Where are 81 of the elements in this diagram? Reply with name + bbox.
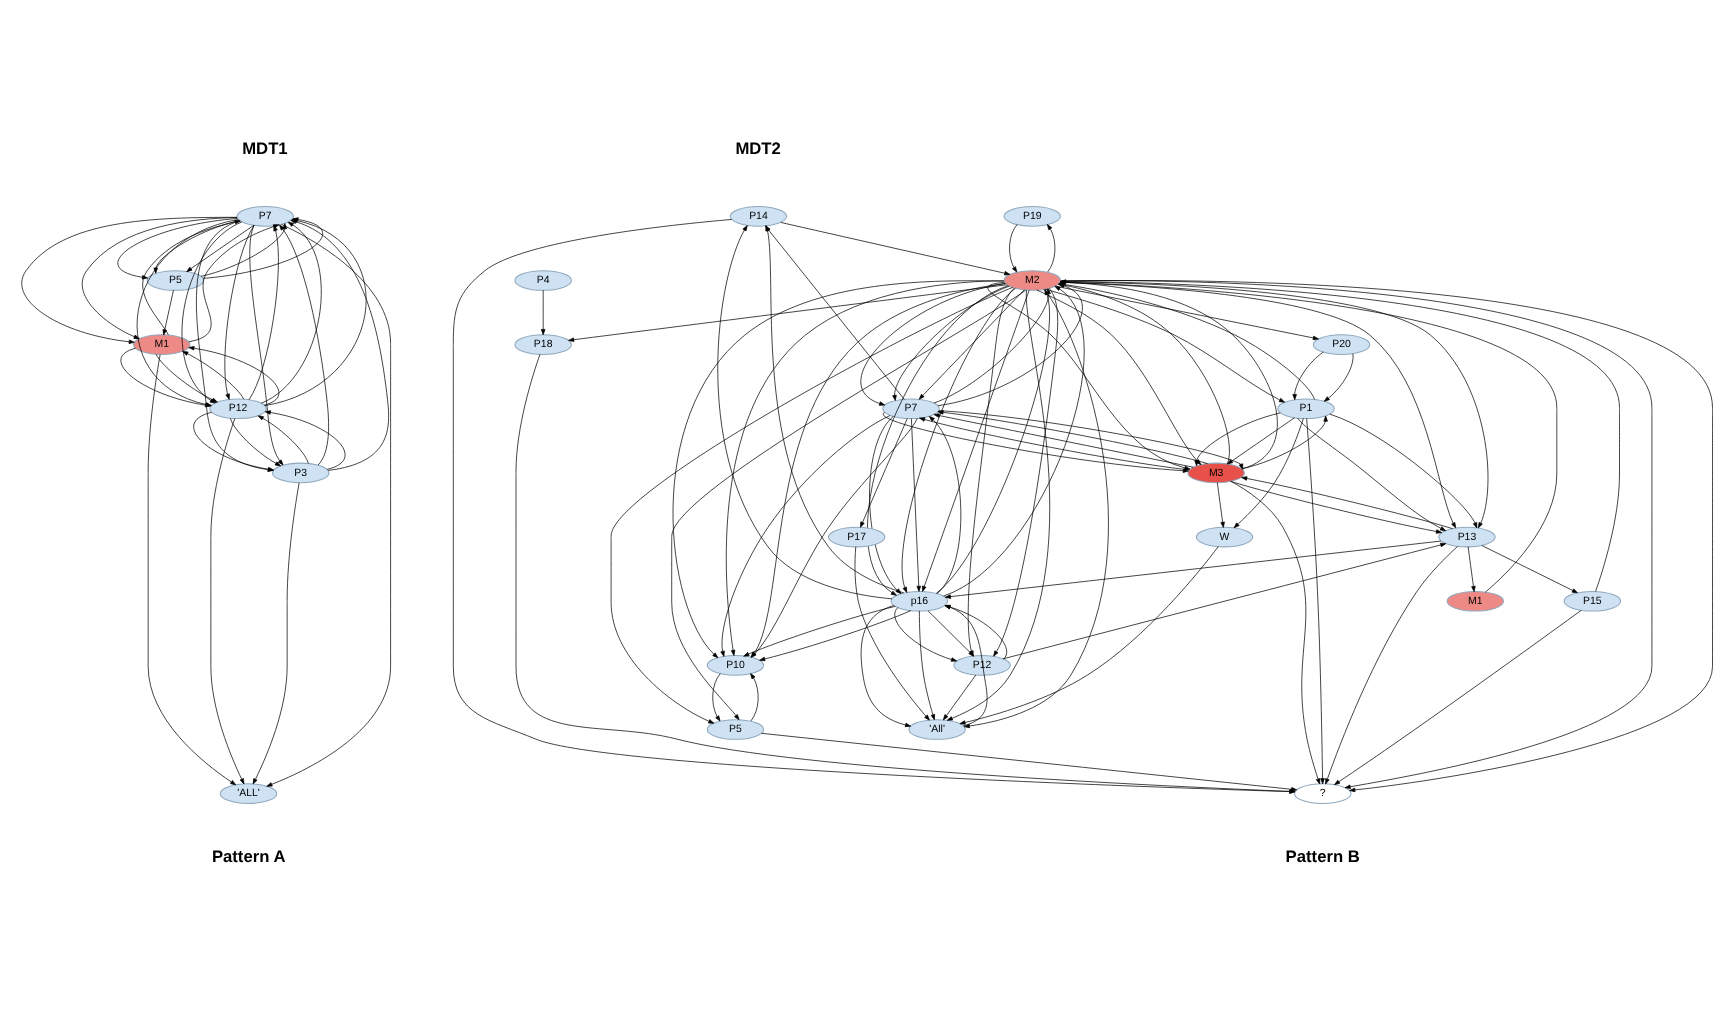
label: MDT1 [242, 138, 288, 159]
arrow [182, 351, 245, 400]
arrow [717, 225, 893, 600]
label: Pattern B [1285, 845, 1360, 866]
arrow [452, 219, 1296, 794]
arrow [210, 418, 245, 785]
arrow [1329, 413, 1478, 529]
arrow [279, 224, 329, 466]
arrow [1481, 545, 1578, 594]
arrow [860, 605, 912, 728]
arrow [944, 540, 1442, 599]
arrow [935, 289, 1050, 594]
arrow [568, 284, 1007, 342]
arrow [883, 411, 1189, 473]
arrow [944, 605, 988, 727]
arrow [230, 418, 281, 467]
arrow [911, 418, 921, 592]
arrow [515, 354, 1296, 794]
arrow [540, 289, 546, 335]
arrow [922, 289, 1030, 592]
arrow [1002, 542, 1447, 660]
arrow [1044, 288, 1285, 403]
arrow [712, 673, 721, 722]
arrow [257, 415, 309, 464]
arrow [1216, 482, 1225, 528]
arrow [1227, 417, 1295, 465]
arrow [743, 605, 896, 657]
arrow [1047, 224, 1056, 273]
arrow [860, 418, 908, 528]
arrow [224, 225, 255, 400]
arrow [1325, 546, 1458, 785]
arrow [780, 222, 1011, 276]
arrow [1241, 476, 1454, 530]
arrow [918, 610, 936, 721]
arrow [1306, 418, 1325, 785]
arrow [117, 218, 238, 280]
arrow [1230, 480, 1442, 534]
arrow [671, 289, 1027, 721]
arrow [946, 289, 1050, 721]
arrow [1292, 351, 1324, 401]
arrow [759, 610, 912, 662]
arrow [147, 354, 237, 786]
arrow [918, 289, 1025, 400]
arrow [993, 288, 1059, 657]
arrow [162, 289, 174, 336]
label: MDT2 [735, 138, 781, 159]
arrow [1230, 480, 1321, 785]
arrow [1009, 224, 1018, 273]
arrow [765, 225, 905, 400]
arrow [1334, 610, 1582, 786]
arrow [610, 287, 1013, 724]
arrow [765, 225, 905, 594]
arrow [720, 415, 891, 657]
arrow [1241, 415, 1328, 470]
arrow [869, 416, 902, 594]
arrow [761, 732, 1298, 792]
arrow [21, 216, 238, 344]
arrow [854, 546, 930, 721]
arrow [933, 288, 1051, 404]
arrow [901, 288, 1016, 593]
arrow [81, 217, 238, 340]
arrow [252, 482, 300, 785]
arrow [860, 283, 1006, 406]
arrow [928, 416, 962, 594]
arrow [750, 673, 759, 722]
arrow [153, 220, 240, 274]
arrow [1323, 353, 1354, 402]
arrow [186, 224, 255, 272]
arrow [933, 413, 1194, 468]
arrow [1467, 546, 1476, 592]
arrow [892, 285, 1010, 401]
arrow [1233, 418, 1304, 529]
arrow [963, 288, 1109, 729]
arrow [919, 417, 1190, 471]
label: Pattern A [211, 845, 286, 866]
arrow [894, 607, 958, 662]
arrow [750, 417, 918, 658]
arrow [942, 674, 977, 721]
arrow [959, 546, 1219, 725]
arrow [1297, 417, 1447, 532]
arrow [867, 285, 1009, 596]
